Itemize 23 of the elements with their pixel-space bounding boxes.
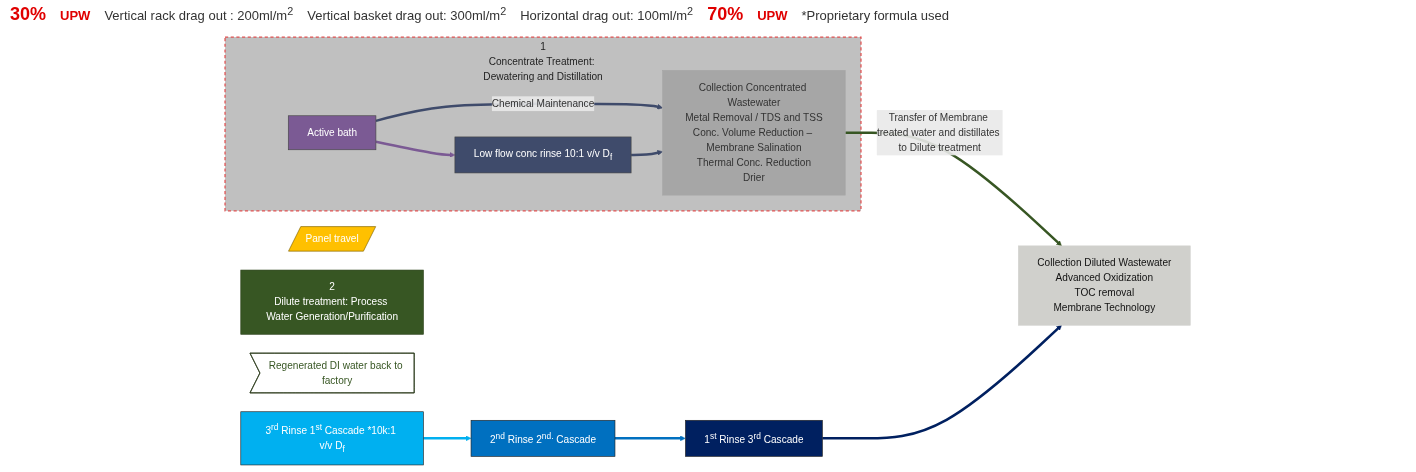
node-box: Collection Diluted Wastewater Advanced Oxidization TOC removal Membrane Technology: [1018, 245, 1191, 326]
arrow: [423, 435, 472, 442]
node-box: 2 Dilute treatment: Process Water Generation/Purification: [240, 269, 425, 335]
arrow: [822, 325, 1063, 440]
arrow: [631, 150, 664, 157]
node-box: Collection Concentrated Wastewater Metal Removal / TDS and TSS Conc. Volume Reduction – Membrane Salination Thermal Conc. Reduction Drier: [662, 70, 846, 196]
drag-out-note: Vertical rack drag out : 200ml/m$^{2}$: [104, 4, 294, 23]
node-box: 3$^{rd}$ Rinse 1$^{st}$ Cascade *10k:1 v/v D$_{f}$: [240, 411, 425, 466]
footnote: *Proprietary formula used: [801, 8, 949, 23]
node-box: Low flow conc rinse 10:1 v/v D$_{f}$: [454, 136, 632, 174]
drag-out-note: Vertical basket drag out: 300ml/m$^{2}$: [307, 4, 507, 23]
node-box: 2$^{nd}$ Rinse 2$^{nd.}$ Cascade: [471, 420, 616, 457]
percentage-label: 30%: [10, 4, 47, 25]
drag-out-note: Horizontal drag out: 100ml/m$^{2}$: [520, 4, 694, 23]
percentage-label: 70%: [707, 4, 744, 25]
node-box: 1$^{st}$ Rinse 3$^{rd}$ Cascade: [685, 420, 824, 457]
water-type-label: UPW: [60, 8, 91, 23]
arrow: [376, 140, 456, 158]
edge-label: Chemical Maintenance: [492, 98, 595, 109]
edge-label: Transfer of Membrane treated water and distillates to Dilute treatment: [877, 111, 1000, 153]
water-type-label: UPW: [757, 8, 788, 23]
arrow: [615, 435, 687, 442]
node-box: Active bath: [288, 115, 377, 151]
